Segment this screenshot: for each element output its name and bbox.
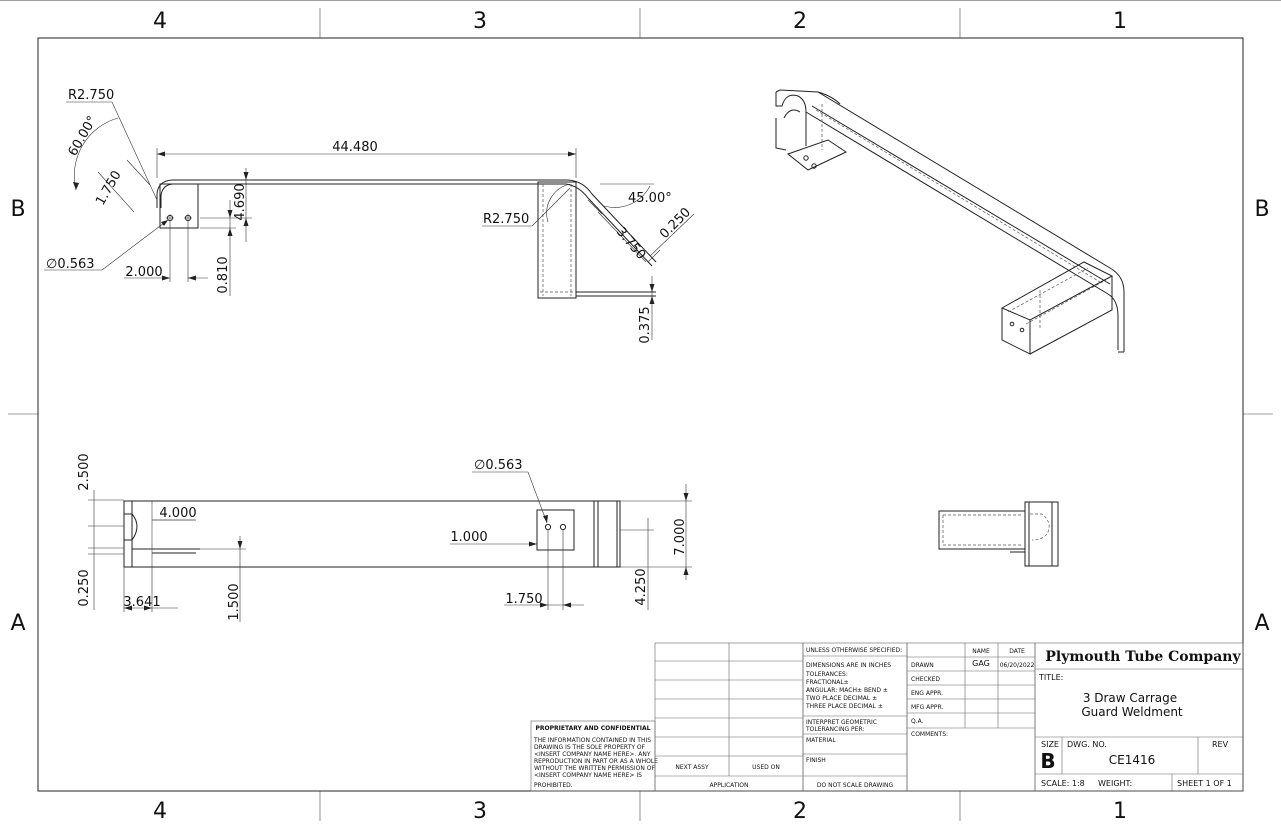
- proprietary-line: <INSERT COMPANY NAME HERE>. ANY: [534, 751, 651, 758]
- dimension-label: ∅0.563: [474, 458, 523, 473]
- dimension-label: 4.000: [159, 506, 196, 521]
- eng-appr-label: ENG APPR.: [911, 690, 943, 697]
- dimension-label: 3.750: [613, 225, 648, 263]
- dimension-label: 60.00°: [66, 114, 101, 159]
- comments-label: COMMENTS:: [911, 731, 948, 738]
- dimension-label: 1.750: [505, 592, 542, 607]
- zone-col-label: 4: [153, 9, 167, 34]
- application-label: APPLICATION: [710, 782, 749, 789]
- do-not-scale-label: DO NOT SCALE DRAWING: [817, 782, 894, 789]
- rev-label: REV: [1212, 740, 1229, 749]
- dimension-label: R2.750: [68, 88, 114, 103]
- zone-row-label: A: [1254, 611, 1269, 636]
- front-view-dimensions: 44.480 R2.750 60.00° 1.750 ∅0.563 2.000: [44, 88, 695, 344]
- zone-col-label: 2: [793, 799, 807, 824]
- proprietary-line: WITHOUT THE WRITTEN PERMISSION OF: [534, 765, 655, 772]
- checked-label: CHECKED: [911, 676, 940, 683]
- zone-col-label: 2: [793, 9, 807, 34]
- two-place-label: TWO PLACE DECIMAL ±: [805, 695, 877, 702]
- mfg-appr-label: MFG APPR.: [911, 704, 943, 711]
- front-view: [156, 179, 657, 299]
- dimension-label: 44.480: [332, 140, 378, 155]
- isometric-view: [775, 89, 1125, 355]
- side-view: [938, 501, 1059, 567]
- dimension-label: 7.000: [673, 518, 688, 555]
- drawing-title-line: Guard Weldment: [1081, 705, 1183, 719]
- drawn-label: DRAWN: [911, 662, 934, 669]
- dims-in-inches: DIMENSIONS ARE IN INCHES: [806, 662, 891, 669]
- zone-col-label: 3: [473, 799, 487, 824]
- zone-col-label: 1: [1113, 799, 1127, 824]
- interpret-label: TOLERANCING PER:: [805, 726, 864, 733]
- top-view: [123, 500, 621, 568]
- proprietary-line: REPRODUCTION IN PART OR AS A WHOLE: [534, 758, 658, 765]
- weight-label: WEIGHT:: [1098, 779, 1132, 788]
- dwg-no-label: DWG. NO.: [1067, 740, 1107, 749]
- tolerances-label: TOLERANCES:: [805, 671, 848, 678]
- dimension-label: R2.750: [483, 212, 529, 227]
- dimension-label: ∅0.563: [46, 257, 95, 272]
- sheet-label: SHEET 1 OF 1: [1177, 779, 1232, 788]
- size-value: B: [1040, 749, 1055, 773]
- proprietary-line: THE INFORMATION CONTAINED IN THIS: [533, 737, 651, 744]
- angular-label: ANGULAR: MACH± BEND ±: [806, 687, 888, 694]
- dimension-label: 0.250: [657, 205, 694, 242]
- dimension-label: 4.250: [634, 568, 649, 605]
- dimension-label: 4.690: [233, 183, 248, 220]
- title-block: PROPRIETARY AND CONFIDENTIAL THE INFORMA…: [530, 642, 1244, 792]
- dimension-label: 45.00°: [628, 191, 672, 206]
- size-label: SIZE: [1041, 740, 1059, 749]
- proprietary-title: PROPRIETARY AND CONFIDENTIAL: [536, 725, 651, 732]
- dimension-label: 1.500: [227, 583, 242, 620]
- zone-row-label: A: [10, 611, 25, 636]
- zone-col-label: 1: [1113, 9, 1127, 34]
- dimension-label: 3.641: [123, 595, 160, 610]
- scale-label: SCALE: 1:8: [1041, 779, 1085, 788]
- dimension-label: 2.500: [77, 453, 92, 490]
- zone-row-label: B: [1254, 197, 1269, 222]
- dimension-label: 2.000: [125, 265, 162, 280]
- dimension-label: 1.750: [93, 168, 125, 208]
- zone-labels: 4 3 2 1 4 3 2 1 B B A A: [10, 9, 1269, 824]
- zone-col-label: 4: [153, 799, 167, 824]
- top-view-dimensions: 2.500 4.000 0.250 3.641 1.500 ∅0.563 1.0…: [77, 453, 692, 622]
- date-header: DATE: [1009, 648, 1025, 655]
- dimension-label: 0.375: [638, 306, 653, 343]
- dimension-label: 1.000: [450, 530, 487, 545]
- proprietary-line: DRAWING IS THE SOLE PROPERTY OF: [534, 744, 646, 751]
- next-assy-label: NEXT ASSY: [675, 764, 709, 771]
- material-label: MATERIAL: [806, 737, 836, 744]
- company-name: Plymouth Tube Company: [1045, 649, 1241, 665]
- qa-label: Q.A.: [911, 718, 924, 725]
- dimension-label: 0.250: [77, 569, 92, 606]
- zone-row-label: B: [10, 197, 25, 222]
- name-header: NAME: [972, 648, 990, 655]
- interpret-label: INTERPRET GEOMETRIC: [806, 719, 877, 726]
- drawing-number: CE1416: [1109, 753, 1156, 767]
- proprietary-line: <INSERT COMPANY NAME HERE> IS: [534, 772, 642, 779]
- title-label: TITLE:: [1038, 673, 1063, 682]
- used-on-label: USED ON: [752, 764, 780, 771]
- drawing-title-line: 3 Draw Carrage: [1083, 691, 1177, 705]
- fractional-label: FRACTIONAL±: [806, 679, 849, 686]
- three-place-label: THREE PLACE DECIMAL ±: [805, 703, 883, 710]
- proprietary-line: PROHIBITED.: [534, 782, 573, 789]
- unless-specified: UNLESS OTHERWISE SPECIFIED:: [806, 647, 902, 654]
- zone-col-label: 3: [473, 9, 487, 34]
- drawn-date: 06/20/2022: [1000, 662, 1035, 669]
- drawn-name: GAG: [972, 659, 990, 668]
- dimension-label: 0.810: [216, 256, 231, 293]
- finish-label: FINISH: [806, 757, 826, 764]
